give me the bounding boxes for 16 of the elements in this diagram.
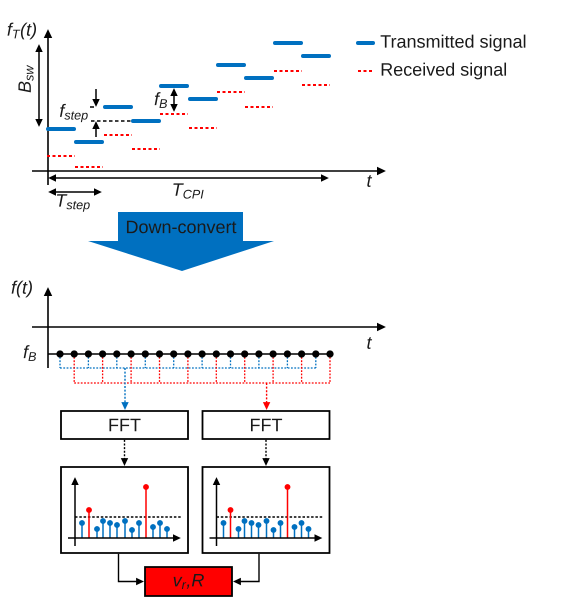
- plot-box: [60, 466, 189, 554]
- axis-label: f(t): [12, 280, 32, 298]
- axis-label: f$_{T}$(t): [8, 22, 36, 40]
- dimension-label: f$_{step}$: [60, 104, 88, 122]
- axis-label: f$_{B}$: [24, 345, 36, 361]
- result-box: v$_{r}$,R: [144, 566, 233, 597]
- legend-label: Received signal: [382, 62, 506, 80]
- dimension-label: B$_{sw}$: [18, 64, 34, 92]
- process-box: FFT: [60, 410, 189, 440]
- process-box: FFT: [202, 410, 330, 440]
- dimension-label: T$_{step}$: [56, 194, 90, 212]
- axis-label: t: [367, 175, 372, 187]
- plot-box: [202, 466, 330, 554]
- legend-label: Transmitted signal: [380, 34, 526, 52]
- axis-label: t: [367, 337, 372, 349]
- dimension-label: f$_{B}$: [154, 92, 168, 108]
